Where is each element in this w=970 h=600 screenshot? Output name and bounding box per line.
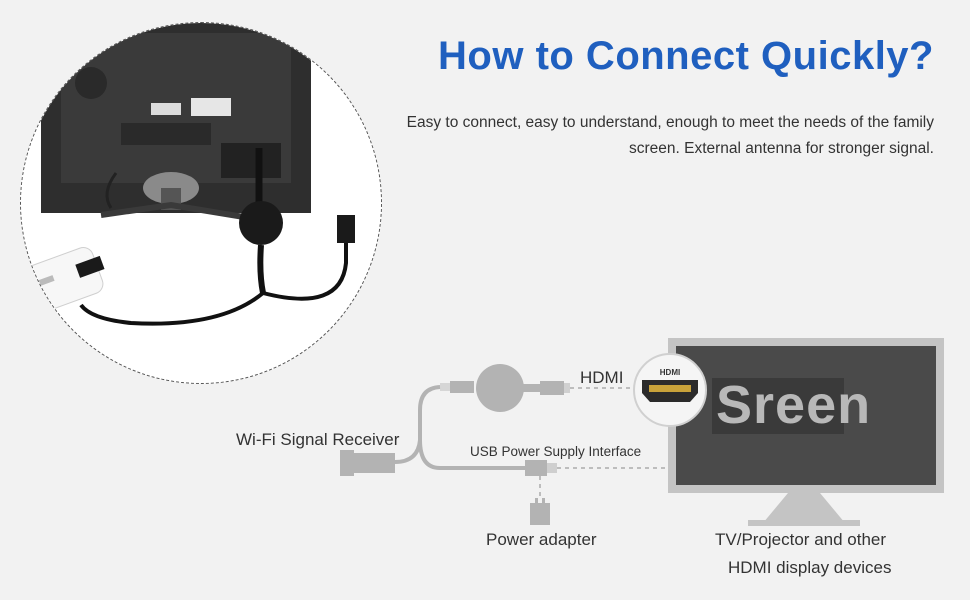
tv-stand (763, 493, 845, 523)
power-adapter-label: Power adapter (486, 530, 597, 549)
tv-label-line1: TV/Projector and other (715, 530, 887, 549)
screen-label: Sreen (716, 375, 872, 435)
tv-label-line2: HDMI display devices (728, 558, 892, 577)
usb-female-connector (350, 453, 395, 473)
tv-back-photo (20, 22, 382, 384)
wifi-receiver-label: Wi-Fi Signal Receiver (236, 430, 400, 449)
hdmi-label: HDMI (580, 368, 624, 387)
hdmi-plug (540, 381, 564, 395)
usb-plug (525, 460, 547, 476)
page-title: How to Connect Quickly? (438, 34, 934, 78)
power-adapter-icon (530, 503, 550, 525)
usb-power-label: USB Power Supply Interface (470, 444, 642, 459)
page-description: Easy to connect, easy to understand, eno… (406, 114, 934, 157)
hdmi-logo-text: HDMI (660, 368, 680, 377)
wifi-dongle (476, 364, 524, 412)
